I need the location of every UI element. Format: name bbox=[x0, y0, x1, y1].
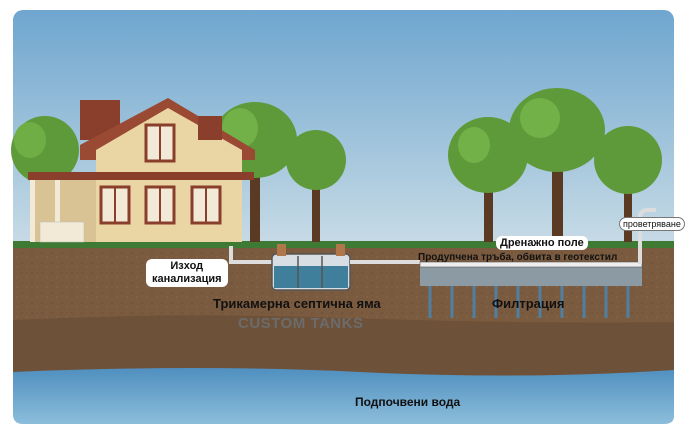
tree-icon bbox=[286, 130, 346, 242]
deep-soil-layer bbox=[13, 315, 674, 376]
sewage-outlet-line1: Изход bbox=[170, 260, 204, 272]
sewage-outlet-line2: канализация bbox=[152, 273, 222, 285]
filtration-drips bbox=[428, 286, 630, 318]
filtration-label: Филтрация bbox=[492, 296, 565, 311]
pipe-icon bbox=[229, 246, 272, 264]
drain-field-label: Дренажно поле bbox=[496, 236, 588, 250]
drain-field-gravel bbox=[420, 264, 642, 286]
septic-tank-icon bbox=[271, 244, 351, 291]
tree-icon bbox=[594, 126, 662, 242]
groundwater-layer bbox=[13, 368, 674, 424]
perforated-pipe bbox=[419, 261, 643, 268]
house-icon bbox=[28, 98, 255, 243]
vent-label: проветряване bbox=[619, 217, 685, 231]
septic-tank-label: Трикамерна септична яма bbox=[213, 296, 381, 311]
perforated-pipe-label: Продупчена тръба, обвита в геотекстил bbox=[418, 252, 618, 263]
tree-icon bbox=[509, 88, 605, 242]
tree-icon bbox=[448, 117, 528, 242]
groundwater-label: Подпочвени вода bbox=[355, 395, 461, 409]
brand-watermark: CUSTOM TANKS bbox=[238, 315, 364, 332]
sewage-outlet-label: Изход канализация bbox=[146, 259, 228, 287]
